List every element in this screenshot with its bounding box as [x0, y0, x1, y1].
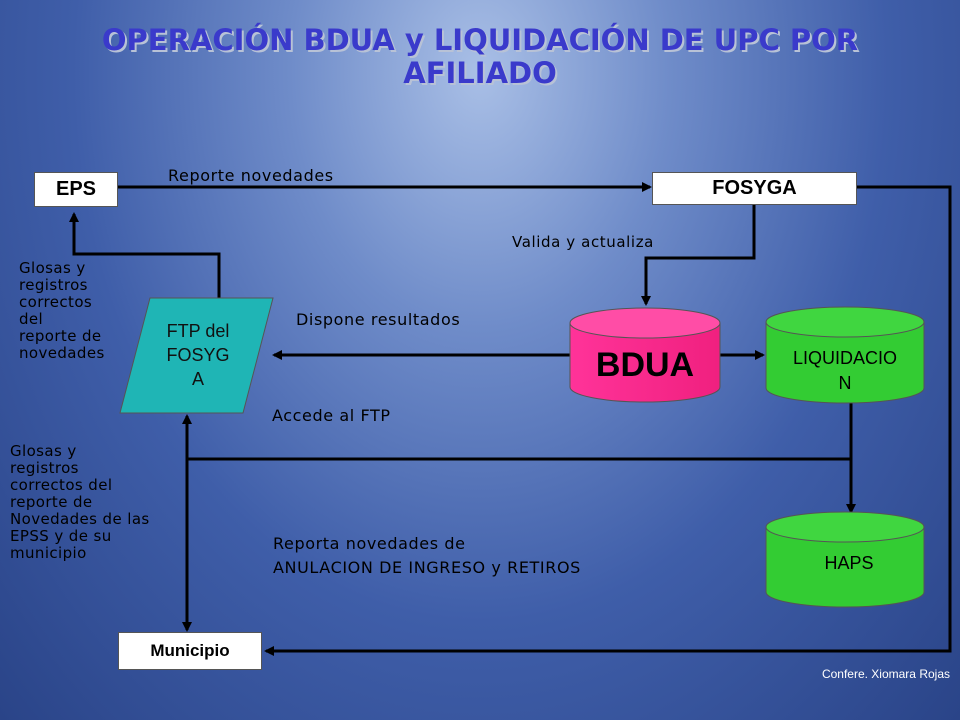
label-valida-actualiza: Valida y actualiza	[512, 233, 654, 251]
ftp-node-shape	[119, 297, 274, 414]
label-dispone-resultados: Dispone resultados	[296, 310, 461, 329]
mun-note-line: registros	[10, 459, 79, 477]
arrow-fosyga-to-bdua	[641, 203, 756, 306]
eps-note-line: correctos	[19, 293, 93, 311]
label-reporta-novedades-1: Reporta novedades de	[273, 534, 466, 553]
arrow-fosyga-to-municipio	[264, 185, 952, 656]
label-reporte-novedades: Reporte novedades	[168, 166, 334, 185]
title-line-2: AFILIADO	[403, 56, 557, 90]
liquidacion-node: LIQUIDACIO N	[765, 306, 925, 404]
mun-note-line: Glosas y	[10, 442, 77, 460]
arrow-ftp-to-eps	[69, 212, 221, 298]
municipio-label: Municipio	[150, 641, 230, 660]
haps-label: HAPS	[824, 553, 873, 573]
municipio-side-note: Glosas y registros correctos del reporte…	[10, 443, 180, 562]
municipio-node: Municipio	[118, 632, 262, 670]
eps-note-line: novedades	[19, 344, 105, 362]
fosyga-label: FOSYGA	[712, 177, 797, 199]
eps-note-line: Glosas y	[19, 259, 86, 277]
label-accede-ftp: Accede al FTP	[272, 406, 391, 425]
mun-note-line: correctos del	[10, 476, 113, 494]
liquidacion-label-2: N	[839, 373, 852, 393]
page-title: OPERACIÓN BDUA y LIQUIDACIÓN DE UPC POR …	[60, 24, 900, 90]
credit-text: Confere. Xiomara Rojas	[821, 667, 950, 681]
mun-note-line: reporte de	[10, 493, 93, 511]
connectors	[69, 182, 952, 656]
ftp-label-1: FTP del	[167, 321, 230, 341]
mun-note-line: EPSS y de su	[10, 527, 112, 545]
haps-node: HAPS	[765, 511, 925, 608]
eps-note-line: del	[19, 310, 44, 328]
eps-note-line: registros	[19, 276, 88, 294]
label-reporta-novedades-2: ANULACION DE INGRESO y RETIROS	[273, 558, 581, 577]
title-line-1: OPERACIÓN BDUA y LIQUIDACIÓN DE UPC POR	[101, 23, 859, 57]
eps-note-line: reporte de	[19, 327, 102, 345]
eps-node: EPS	[34, 172, 118, 207]
ftp-label-2: FOSYG	[166, 345, 229, 365]
liquidacion-label-1: LIQUIDACIO	[793, 348, 897, 368]
mun-note-line: municipio	[10, 544, 87, 562]
mun-note-line: Novedades de las	[10, 510, 150, 528]
bdua-node: BDUA	[569, 307, 721, 403]
eps-label: EPS	[55, 178, 97, 200]
bdua-label: BDUA	[596, 346, 694, 384]
fosyga-node: FOSYGA	[652, 172, 857, 205]
ftp-label-3: A	[192, 369, 204, 389]
eps-side-note: Glosas y registros correctos del reporte…	[19, 260, 129, 362]
